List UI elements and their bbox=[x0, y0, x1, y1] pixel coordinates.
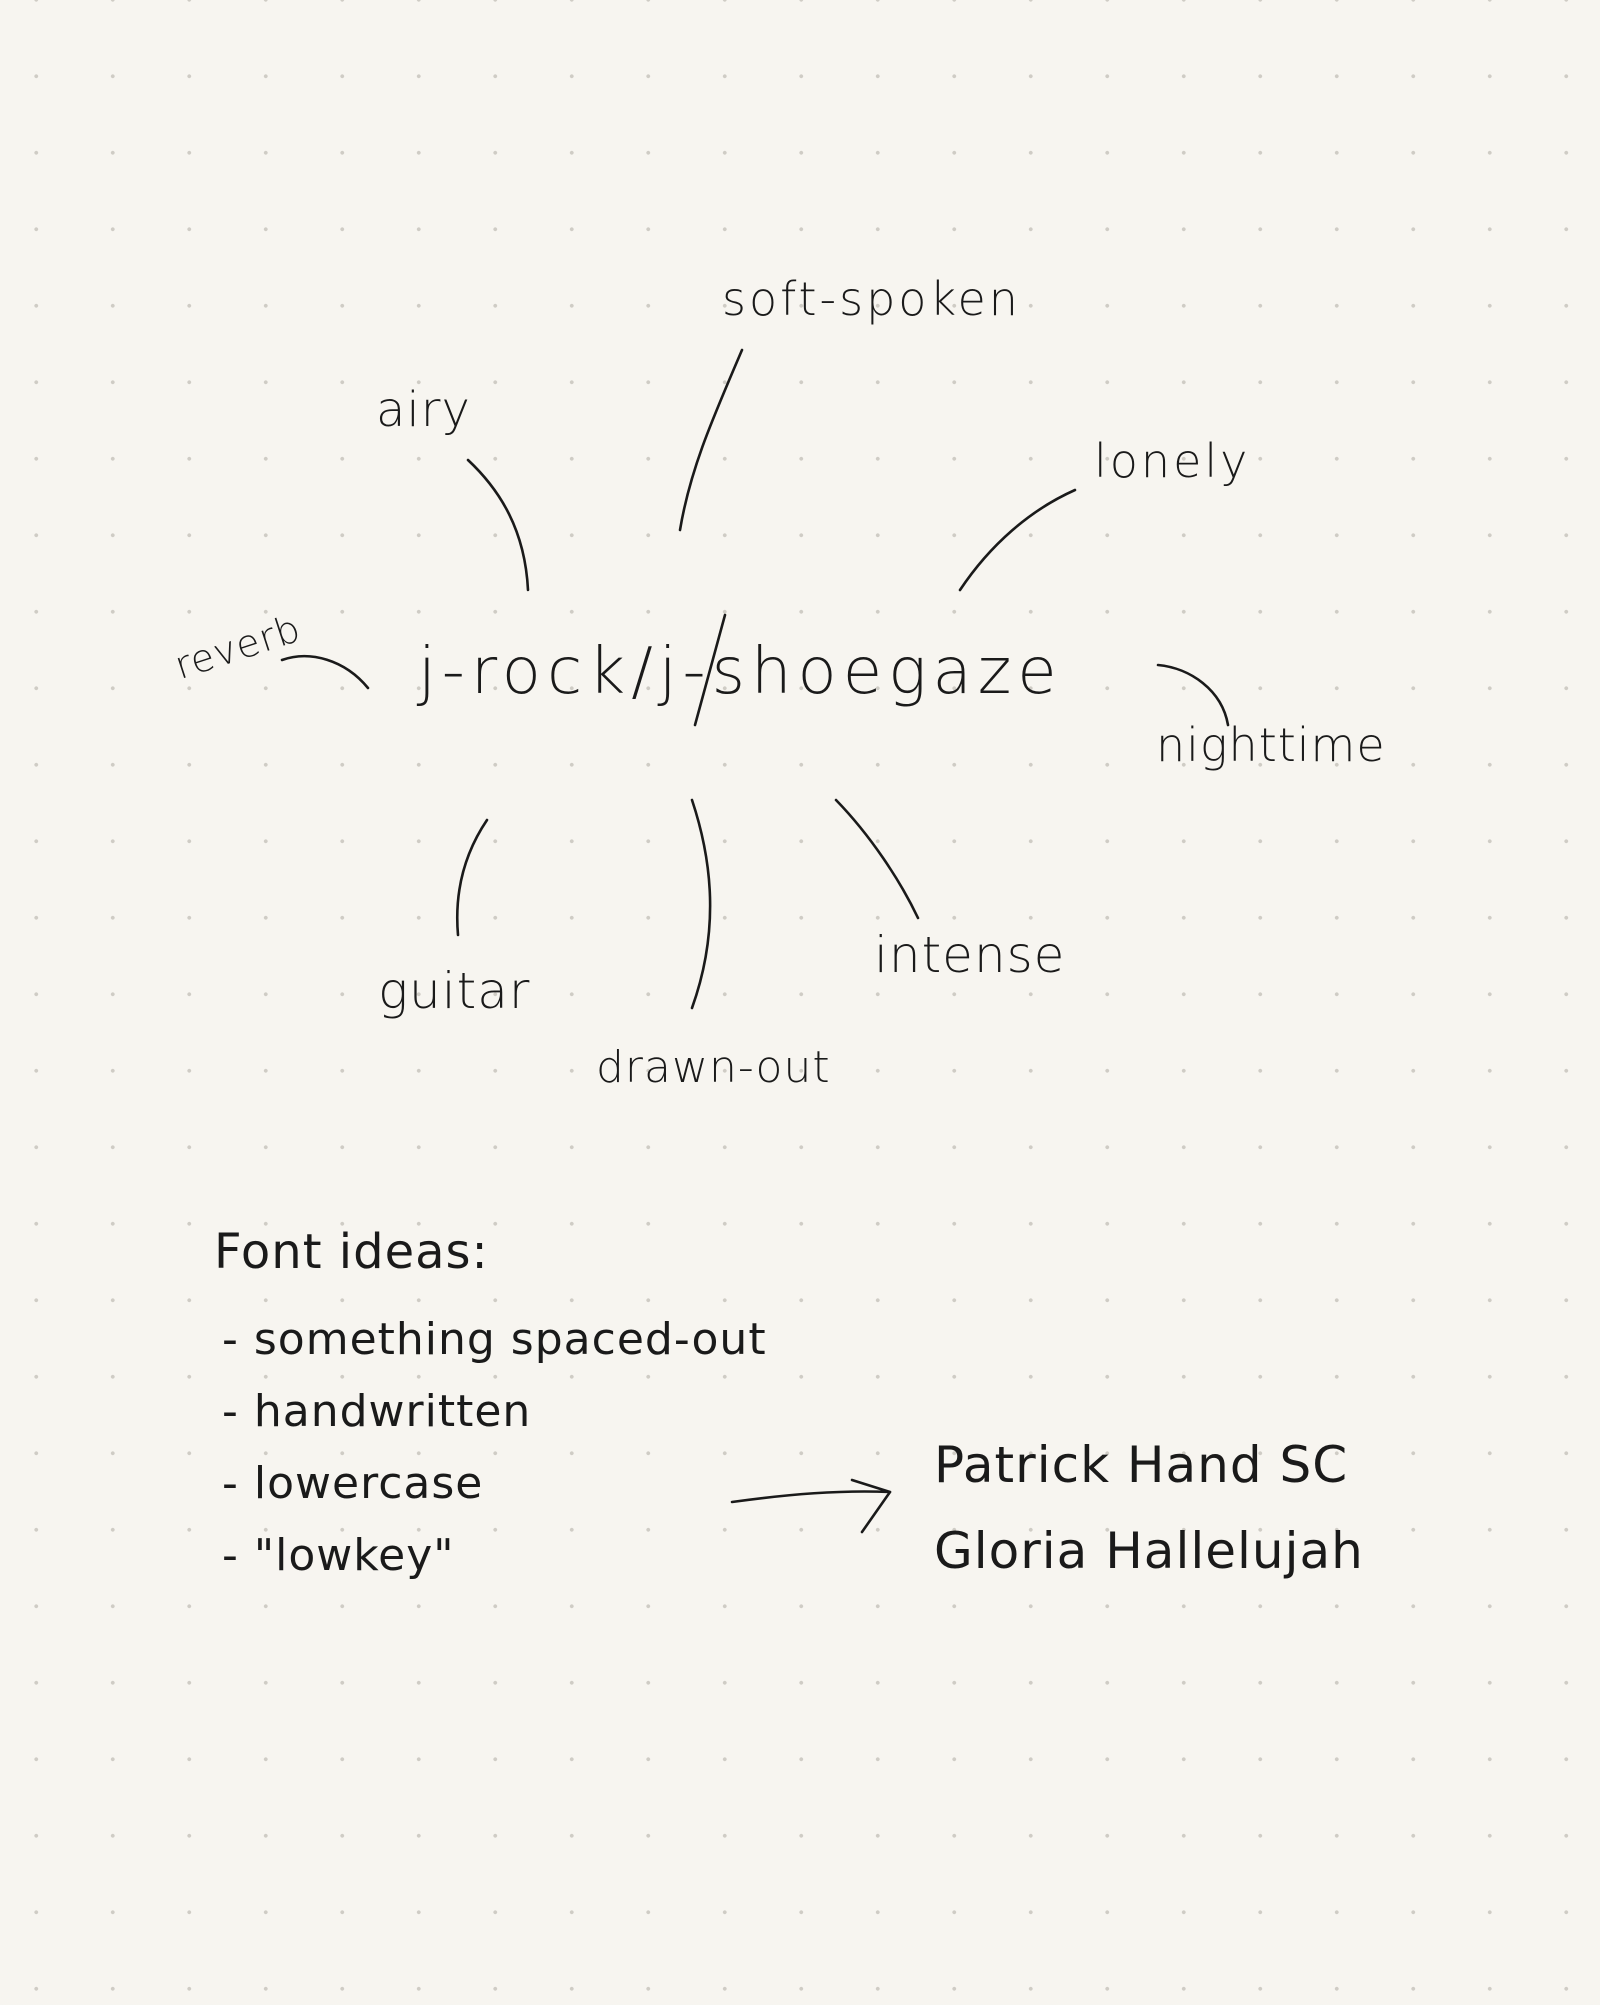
branch-label-lonely: lonely bbox=[1094, 434, 1251, 488]
connector-intense bbox=[834, 798, 920, 920]
branch-label-guitar: guitar bbox=[378, 962, 531, 1020]
font-result-name: Gloria Hallelujah bbox=[934, 1522, 1364, 1580]
connector-nighttime bbox=[1156, 663, 1230, 727]
branch-label-soft-spoken: soft-spoken bbox=[722, 272, 1021, 326]
connector-drawn-out bbox=[690, 798, 712, 1010]
font-idea-item: - lowercase bbox=[222, 1458, 484, 1509]
font-idea-item: - handwritten bbox=[222, 1386, 532, 1437]
branch-label-drawn-out: drawn-out bbox=[596, 1042, 831, 1093]
font-idea-item: - "lowkey" bbox=[222, 1530, 455, 1581]
connector-reverb bbox=[280, 654, 370, 690]
connector-guitar bbox=[455, 818, 489, 937]
arrow-shaft bbox=[730, 1490, 892, 1504]
font-idea-item: - something spaced-out bbox=[222, 1314, 767, 1365]
mindmap-center-label: j-rock/j-shoegaze bbox=[418, 635, 1063, 709]
connector-airy bbox=[466, 458, 530, 592]
connector-soft-spoken bbox=[678, 348, 744, 532]
branch-label-airy: airy bbox=[376, 382, 471, 438]
arrow-head bbox=[850, 1478, 892, 1534]
center-divider-slash bbox=[693, 613, 727, 727]
font-result-name: Patrick Hand SC bbox=[934, 1436, 1349, 1494]
branch-label-nighttime: nighttime bbox=[1156, 718, 1386, 772]
connector-lonely bbox=[958, 488, 1077, 592]
branch-label-intense: intense bbox=[874, 926, 1066, 984]
font-ideas-heading: Font ideas: bbox=[214, 1224, 489, 1280]
